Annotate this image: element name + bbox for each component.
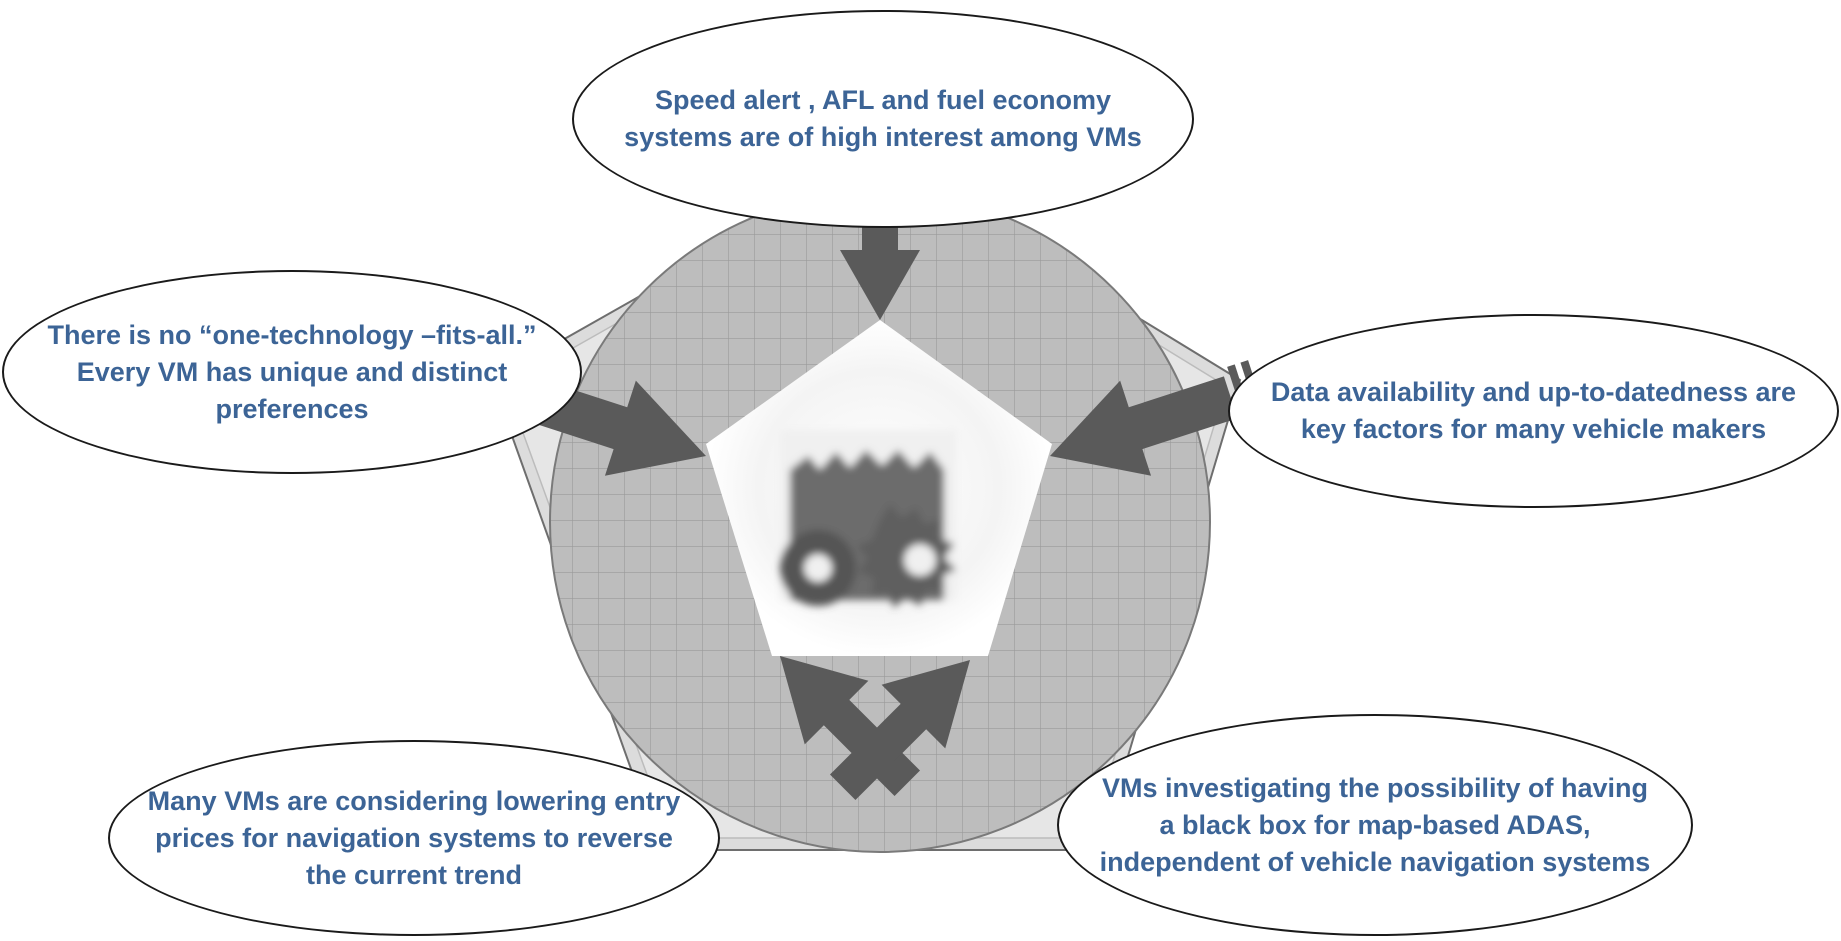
callout-left: There is no “one-technology –fits-all.” … — [2, 270, 582, 474]
callout-right-text: Data availability and up-to-datedness ar… — [1270, 377, 1797, 444]
callout-right: Data availability and up-to-datedness ar… — [1228, 314, 1839, 508]
arrow-bottom-right — [829, 660, 970, 801]
gears-icon — [780, 430, 956, 608]
callout-bottom-right-text: VMs investigating the possibility of hav… — [1099, 772, 1651, 877]
callout-bottom-right: VMs investigating the possibility of hav… — [1057, 714, 1693, 936]
callout-top-text: Speed alert , AFL and fuel economy syste… — [624, 85, 1142, 152]
callout-bottom-left: Many VMs are considering lowering entry … — [108, 740, 720, 936]
callout-bottom-left-text: Many VMs are considering lowering entry … — [147, 785, 681, 890]
arrow-top — [840, 150, 920, 320]
callout-left-text: There is no “one-technology –fits-all.” … — [47, 319, 537, 424]
callout-top: Speed alert , AFL and fuel economy syste… — [572, 10, 1194, 228]
